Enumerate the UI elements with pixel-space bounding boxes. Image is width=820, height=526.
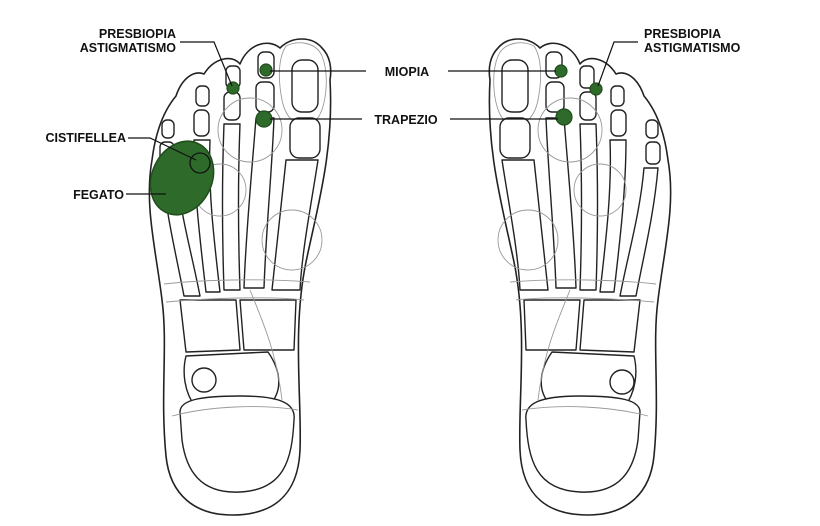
left-presbiopia-point [227, 82, 239, 94]
right-tarsals [524, 300, 640, 492]
label-presbiopia-left: PRESBIOPIA [99, 27, 176, 41]
left-foot [139, 39, 331, 515]
right-presbiopia-point [590, 83, 602, 95]
label-trapezio: TRAPEZIO [374, 113, 437, 127]
right-miopia-point [555, 65, 567, 77]
label-fegato: FEGATO [73, 188, 124, 202]
right-phalanges [500, 52, 660, 164]
left-tarsals [180, 300, 296, 492]
right-trapezio-point [556, 109, 572, 125]
label-presbiopia-right: PRESBIOPIA [644, 27, 721, 41]
left-trapezio-point [256, 111, 272, 127]
label-astigmatismo-right: ASTIGMATISMO [644, 41, 741, 55]
left-miopia-point [260, 64, 272, 76]
label-astigmatismo-left: ASTIGMATISMO [80, 41, 177, 55]
label-miopia: MIOPIA [385, 65, 429, 79]
label-cistifellea: CISTIFELLEA [45, 131, 126, 145]
right-foot [489, 39, 670, 515]
